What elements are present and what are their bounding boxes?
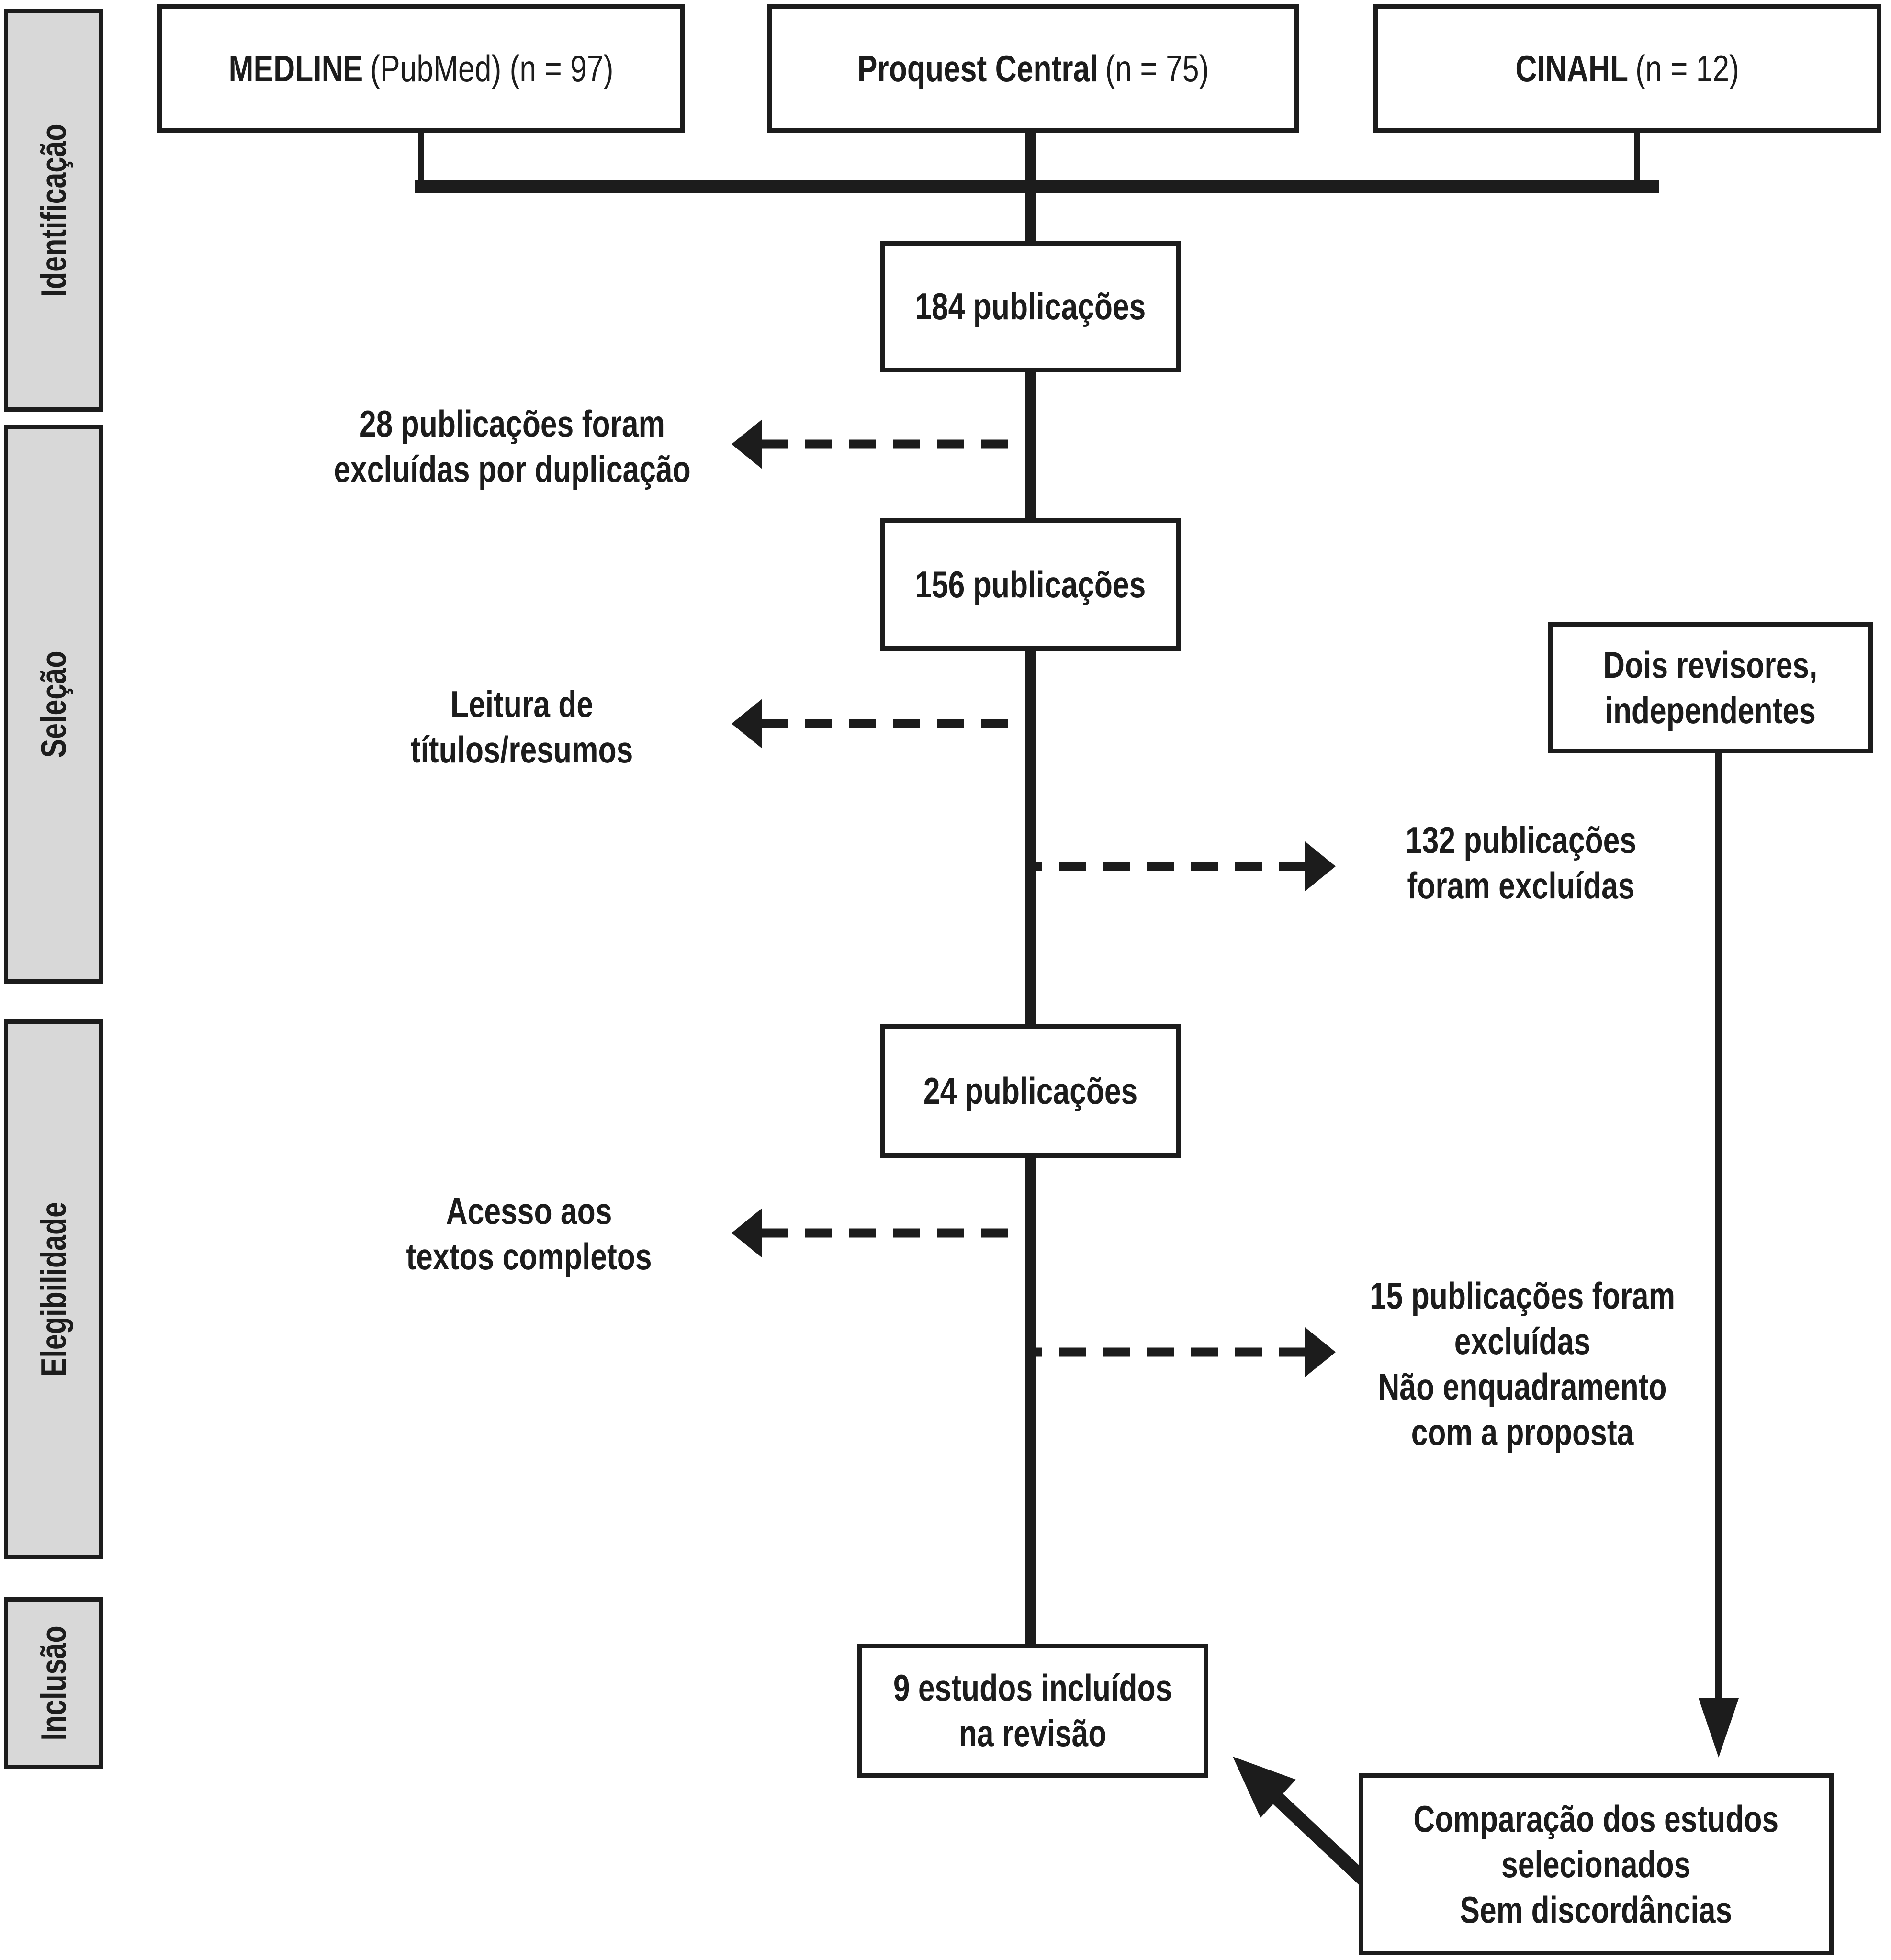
source-medline-label: MEDLINE(PubMed) (n = 97) <box>229 46 614 91</box>
annotation-excluded-duplicates-line-2: excluídas por duplicação <box>334 448 691 490</box>
annotation-excluded-15-line-2: excluídas <box>1454 1320 1591 1362</box>
flow-box-156-label: 156 publicações <box>915 563 1146 605</box>
stage-elegibilidade: Elegibilidade <box>4 1019 103 1559</box>
source-box-cinahl: CINAHL(n = 12) <box>1373 4 1881 133</box>
flow-box-156-publicacoes: 156 publicações <box>880 518 1181 651</box>
reviewers-box-label: Dois revisores, independentes <box>1603 642 1817 733</box>
flow-box-estudos-line-1: 9 estudos incluídos <box>893 1667 1172 1709</box>
cinahl-stub-line <box>1634 129 1640 184</box>
annotation-title-abstract: Leitura de títulos/resumos <box>383 682 661 773</box>
trunk-line <box>1025 129 1036 1646</box>
source-cinahl-name: CINAHL <box>1515 47 1628 90</box>
comparison-line-3: Sem discordâncias <box>1460 1888 1733 1931</box>
fulltext-arrowhead <box>732 1208 762 1258</box>
stage-identificacao: Identificação <box>4 9 103 412</box>
comparison-box: Comparação dos estudos selecionados Sem … <box>1359 1773 1834 1955</box>
flow-box-184-label: 184 publicações <box>915 285 1146 327</box>
source-cinahl-label: CINAHL(n = 12) <box>1515 46 1739 91</box>
annotation-excluded-132-text: 132 publicações foram excluídas <box>1406 818 1636 908</box>
source-proquest-name: Proquest Central <box>857 47 1098 90</box>
annotation-title-abstract-line-1: Leitura de <box>450 683 594 725</box>
excluded-15-arrowhead <box>1305 1327 1336 1377</box>
annotation-excluded-15: 15 publicações foram excluídas Não enqua… <box>1331 1273 1713 1455</box>
annotation-title-abstract-text: Leitura de títulos/resumos <box>411 682 633 773</box>
flow-box-184-publicacoes: 184 publicações <box>880 241 1181 372</box>
flow-box-estudos-label: 9 estudos incluídos na revisão <box>893 1665 1172 1756</box>
screening-arrowhead <box>732 699 762 749</box>
annotation-excluded-132-line-1: 132 publicações <box>1405 819 1637 861</box>
reviewers-box: Dois revisores, independentes <box>1548 622 1873 753</box>
reviewers-arrowhead <box>1699 1698 1739 1758</box>
stage-selecao-label: Seleção <box>34 650 74 758</box>
stage-identificacao-label: Identificação <box>34 123 74 297</box>
stage-inclusao-label: Inclusão <box>34 1625 74 1741</box>
annotation-fulltext-access-line-1: Acesso aos <box>446 1190 612 1232</box>
flow-box-24-label: 24 publicações <box>923 1070 1138 1112</box>
source-proquest-detail: (n = 75) <box>1105 47 1209 90</box>
source-medline-name: MEDLINE <box>228 47 363 90</box>
comparison-line-1: Comparação dos estudos <box>1413 1797 1779 1840</box>
collector-bar <box>415 180 1659 193</box>
source-cinahl-detail: (n = 12) <box>1635 47 1739 90</box>
source-box-proquest: Proquest Central(n = 75) <box>767 4 1299 133</box>
stage-elegibilidade-label: Elegibilidade <box>34 1201 74 1377</box>
reviewers-line-1: Dois revisores, <box>1603 644 1818 686</box>
annotation-title-abstract-line-2: títulos/resumos <box>410 728 633 771</box>
annotation-excluded-15-line-4: com a proposta <box>1411 1411 1634 1453</box>
flow-box-estudos-incluidos: 9 estudos incluídos na revisão <box>857 1644 1208 1778</box>
reviewers-line-2: independentes <box>1605 689 1816 731</box>
medline-stub-line <box>418 129 424 184</box>
annotation-excluded-15-text: 15 publicações foram excluídas Não enqua… <box>1370 1273 1675 1455</box>
annotation-excluded-132-line-2: foram excluídas <box>1407 864 1635 907</box>
annotation-excluded-duplicates-text: 28 publicações foram excluídas por dupli… <box>334 401 691 492</box>
source-medline-detail: (PubMed) (n = 97) <box>370 47 614 90</box>
source-proquest-label: Proquest Central(n = 75) <box>857 46 1209 91</box>
comparison-box-label: Comparação dos estudos selecionados Sem … <box>1414 1796 1779 1933</box>
comparison-arrowhead <box>1233 1757 1296 1818</box>
comparison-line-2: selecionados <box>1501 1843 1691 1885</box>
source-box-medline: MEDLINE(PubMed) (n = 97) <box>157 4 685 133</box>
annotation-fulltext-access-line-2: textos completos <box>406 1235 652 1277</box>
flow-box-24-publicacoes: 24 publicações <box>880 1024 1181 1158</box>
flow-box-estudos-line-2: na revisão <box>958 1712 1107 1754</box>
stage-selecao: Seleção <box>4 425 103 984</box>
annotation-excluded-15-line-1: 15 publicações foram <box>1369 1275 1676 1317</box>
annotation-excluded-15-line-3: Não enquadramento <box>1378 1366 1667 1408</box>
annotation-excluded-132: 132 publicações foram excluídas <box>1377 818 1666 908</box>
stage-inclusao: Inclusão <box>4 1597 103 1769</box>
annotation-excluded-duplicates: 28 publicações foram excluídas por dupli… <box>289 401 735 492</box>
comparison-arrow-line <box>1272 1793 1371 1886</box>
annotation-excluded-duplicates-line-1: 28 publicações foram <box>359 403 665 445</box>
annotation-fulltext-access-text: Acesso aos textos completos <box>406 1188 652 1279</box>
dedup-arrowhead <box>732 419 762 469</box>
annotation-fulltext-access: Acesso aos textos completos <box>375 1188 682 1279</box>
excluded-132-arrowhead <box>1305 841 1336 891</box>
